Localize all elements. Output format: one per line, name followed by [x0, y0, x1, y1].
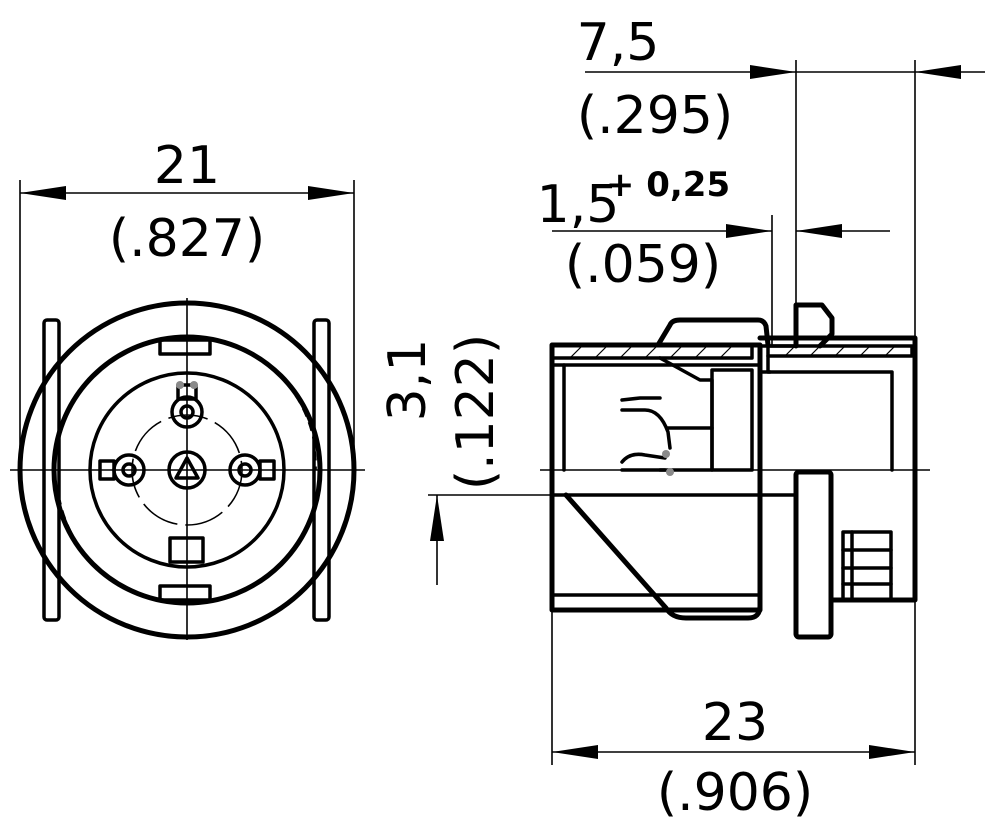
- bottom-key-slot: [158, 584, 212, 602]
- dim-3-1-inch: (.122): [446, 334, 506, 490]
- sleeve-inner: [766, 354, 894, 472]
- hidden-edge-bottom: [59, 499, 151, 599]
- front-view: 21 (.827): [10, 136, 365, 640]
- dim-21-value: 21: [154, 136, 220, 196]
- hatched-section-sleeve: [766, 344, 914, 358]
- dim-7-5-value: 7,5: [577, 13, 660, 73]
- outer-ring: [17, 300, 357, 640]
- pin-circle: [131, 414, 243, 526]
- lower-wedge: [563, 492, 763, 621]
- hidden-edge-top: [224, 341, 317, 471]
- right-mounting-tab: [312, 318, 331, 622]
- inner-ring: [51, 334, 323, 606]
- dim-1-5-inch: (.059): [565, 235, 721, 295]
- front-lock-ribs: [841, 530, 893, 602]
- dim-21-inch: (.827): [109, 209, 265, 269]
- dim-3-1-value: 3,1: [378, 339, 438, 422]
- dim-1-5-value: 1,5: [537, 175, 620, 235]
- insert-face: [88, 371, 286, 569]
- housing-body: [549, 342, 763, 613]
- contact-spring-lower: [620, 452, 667, 472]
- flange-bottom: [793, 469, 834, 640]
- dimension-front-width: 21 (.827): [19, 136, 355, 465]
- center-ground-pin: [167, 450, 207, 490]
- dimension-flange-thickness: 1,5 + 0,25 (.059): [537, 165, 890, 345]
- dimension-overall-length: 23 (.906): [551, 600, 916, 823]
- pin-right: [228, 453, 276, 487]
- dim-23-inch: (.906): [657, 763, 813, 823]
- contact-spring-upper: [620, 396, 672, 450]
- dim-1-5-tolerance: + 0,25: [606, 165, 730, 205]
- hatched-section-top: [550, 343, 754, 360]
- top-latch: [655, 317, 771, 348]
- bottom-coding-key: [168, 536, 205, 564]
- pin-left: [98, 453, 146, 487]
- side-view: 7,5 (.295) 1,5 + 0,25 (.059) 3,1 (.122): [378, 13, 985, 823]
- dimension-pin-offset: 3,1 (.122): [378, 334, 552, 585]
- dim-7-5-inch: (.295): [577, 86, 733, 146]
- left-mounting-tab: [42, 318, 61, 622]
- top-key-slot: [158, 338, 212, 356]
- pin-top: [170, 381, 204, 429]
- insert-block: [710, 368, 754, 472]
- dimension-flange-to-end: 7,5 (.295): [577, 13, 985, 338]
- dim-23-value: 23: [702, 693, 768, 753]
